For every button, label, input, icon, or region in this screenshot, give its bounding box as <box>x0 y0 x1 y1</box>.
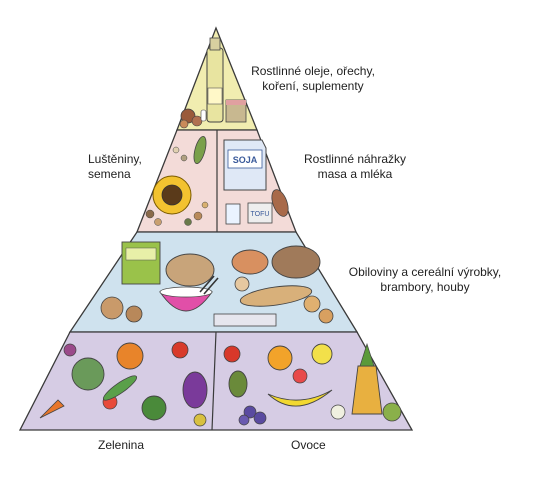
label-legumes-seeds-line1: Luštěniny, <box>88 152 142 166</box>
pea-pod-icon <box>193 136 207 164</box>
grains-illustration <box>100 241 334 327</box>
grapes-icon <box>243 405 257 419</box>
vegetables-illustration <box>39 341 208 427</box>
baguette-icon <box>239 285 313 307</box>
sunflower-icon <box>152 175 192 215</box>
label-grains: Obiloviny a cereální výrobky, brambory, … <box>345 265 505 295</box>
tomato-icon <box>171 341 189 359</box>
pasta-pack-icon <box>213 313 277 327</box>
svg-text:SOJA: SOJA <box>233 155 258 165</box>
label-oils-nuts-line1: Rostlinné oleje, ořechy, <box>251 64 375 78</box>
orange-icon <box>267 345 293 371</box>
potato-icon <box>100 296 124 320</box>
apple-icon <box>223 345 241 363</box>
label-legumes-seeds-line2: semena <box>88 167 131 181</box>
label-substitutes-line1: Rostlinné náhražky <box>303 152 407 166</box>
svg-text:TOFU: TOFU <box>251 211 270 218</box>
avocado-icon <box>228 370 248 398</box>
tier-bottom-divider <box>211 331 217 431</box>
fruit-illustration <box>223 342 402 426</box>
lemon-icon <box>311 343 333 365</box>
legumes-seeds-illustration <box>145 136 209 226</box>
label-oils-nuts-line2: koření, suplementy <box>262 79 364 93</box>
croissant-icon <box>231 249 269 275</box>
tofu-cup-icon <box>247 202 273 224</box>
eggplant-icon <box>182 371 208 409</box>
substitutes-illustration: SOJA TOFU <box>223 139 289 225</box>
oils-nuts-illustration <box>179 37 247 129</box>
label-oils-nuts: Rostlinné oleje, ořechy, koření, supleme… <box>248 64 378 94</box>
sausage-icon <box>271 189 289 217</box>
pumpkin-icon <box>116 342 144 370</box>
bread-loaf-icon <box>165 253 215 287</box>
rye-bread-icon <box>271 245 321 279</box>
broccoli-icon <box>141 395 167 421</box>
label-substitutes-line2: masa a mléka <box>317 167 393 181</box>
label-grains-line2: brambory, houby <box>380 280 470 294</box>
oil-bottle-icon <box>206 47 224 123</box>
carrot-icon <box>39 399 65 419</box>
label-vegetables: Zelenina <box>98 438 145 452</box>
mushroom-icon <box>234 276 250 292</box>
kiwi-icon <box>382 402 402 422</box>
soy-milk-carton-icon: SOJA <box>223 139 267 191</box>
label-fruit: Ovoce <box>291 438 326 452</box>
capsules-icon <box>200 109 207 122</box>
banana-icon <box>267 389 333 407</box>
label-legumes-seeds: Luštěniny, semena <box>88 152 142 182</box>
label-grains-line1: Obiloviny a cereální výrobky, <box>348 265 502 279</box>
glass-icon <box>225 203 241 225</box>
cucumber-icon <box>102 375 138 401</box>
cabbage-icon <box>71 357 105 391</box>
label-substitutes: Rostlinné náhražky masa a mléka <box>296 152 414 182</box>
